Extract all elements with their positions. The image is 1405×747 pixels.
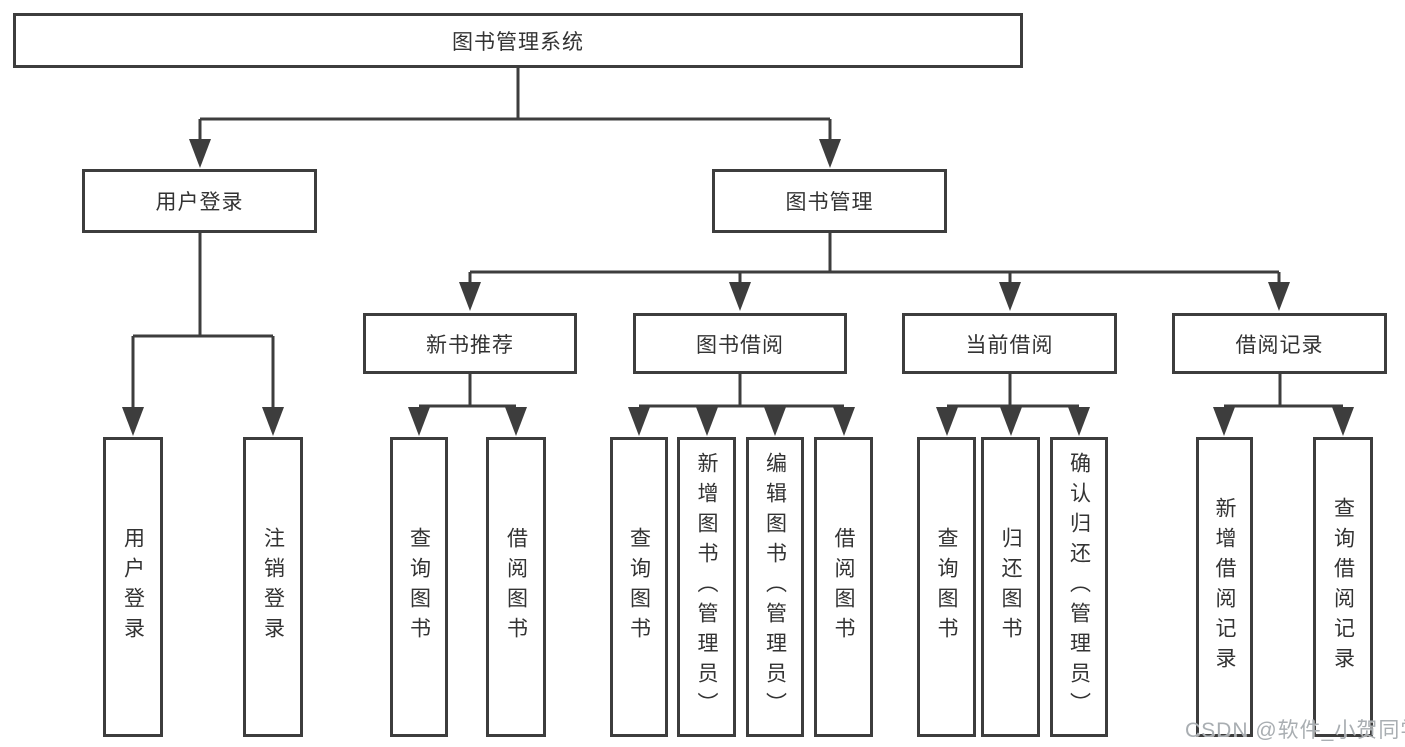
leaf-user-login-label: 用户登录: [121, 527, 145, 647]
node-borrow-records: 借阅记录: [1172, 313, 1387, 374]
leaf-current-return-books: 归还图书: [981, 437, 1040, 737]
leaf-logout: 注销登录: [243, 437, 303, 737]
leaf-current-return-books-label: 归还图书: [999, 527, 1022, 647]
csdn-watermark: CSDN @软件_小贺同学: [1185, 719, 1405, 742]
node-book-borrow-label: 图书借阅: [696, 333, 784, 357]
node-current-borrow-label: 当前借阅: [965, 333, 1054, 357]
leaf-records-query-record: 查询借阅记录: [1313, 437, 1373, 737]
node-user-login: 用户登录: [82, 169, 317, 233]
leaf-records-query-record-label: 查询借阅记录: [1331, 497, 1355, 677]
leaf-current-confirm-return-admin: 确认归还（管理员）: [1050, 437, 1108, 737]
leaf-recommend-borrow-books-label: 借阅图书: [504, 527, 528, 647]
node-borrow-records-label: 借阅记录: [1235, 333, 1324, 357]
leaf-borrow-edit-books-admin: 编辑图书（管理员）: [746, 437, 804, 737]
leaf-recommend-query-books-label: 查询图书: [407, 527, 431, 647]
node-book-management: 图书管理: [712, 169, 947, 233]
leaf-borrow-add-books-admin-label: 新增图书（管理员）: [695, 452, 718, 722]
leaf-borrow-borrow-books: 借阅图书: [814, 437, 873, 737]
leaf-borrow-borrow-books-label: 借阅图书: [832, 527, 855, 647]
node-new-book-recommend: 新书推荐: [363, 313, 577, 374]
node-root-label: 图书管理系统: [452, 30, 584, 54]
leaf-recommend-query-books: 查询图书: [390, 437, 448, 737]
leaf-current-confirm-return-admin-label: 确认归还（管理员）: [1067, 452, 1091, 722]
leaf-borrow-query-books: 查询图书: [610, 437, 668, 737]
leaf-logout-label: 注销登录: [261, 527, 285, 647]
leaf-borrow-edit-books-admin-label: 编辑图书（管理员）: [763, 452, 787, 722]
leaf-user-login: 用户登录: [103, 437, 163, 737]
node-book-borrow: 图书借阅: [633, 313, 847, 374]
leaf-recommend-borrow-books: 借阅图书: [486, 437, 546, 737]
leaf-borrow-add-books-admin: 新增图书（管理员）: [677, 437, 736, 737]
leaf-current-query-books: 查询图书: [917, 437, 976, 737]
leaf-current-query-books-label: 查询图书: [935, 527, 958, 647]
leaf-records-add-record: 新增借阅记录: [1196, 437, 1253, 737]
node-current-borrow: 当前借阅: [902, 313, 1117, 374]
node-book-management-label: 图书管理: [785, 191, 874, 214]
node-root: 图书管理系统: [13, 13, 1023, 68]
leaf-borrow-query-books-label: 查询图书: [627, 527, 651, 647]
leaf-records-add-record-label: 新增借阅记录: [1213, 497, 1236, 677]
node-new-book-recommend-label: 新书推荐: [426, 333, 514, 357]
node-user-login-label: 用户登录: [155, 191, 244, 214]
